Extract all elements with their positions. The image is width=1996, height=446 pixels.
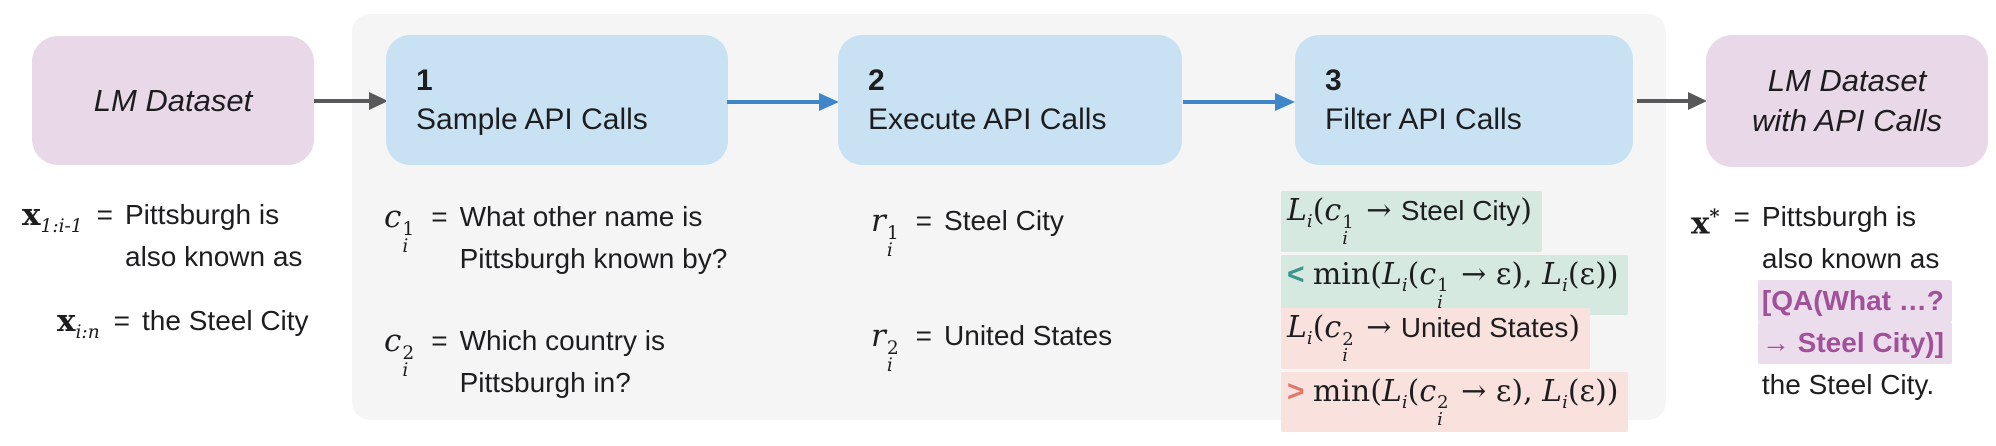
equals-sign: = xyxy=(915,205,933,236)
output-line1: Pittsburgh is xyxy=(1761,201,1916,232)
input-example-row1: x1:i-1 = Pittsburgh is also known as xyxy=(22,194,302,278)
arrow-step2-to-step3-icon xyxy=(1183,93,1295,111)
sample-row2-line1: Which country is xyxy=(459,325,665,356)
step1-label: Sample API Calls xyxy=(416,103,648,136)
input-row1-line2: also known as xyxy=(125,241,303,272)
input-example-row1-text: Pittsburgh is also known as xyxy=(125,194,302,278)
equals-sign: = xyxy=(915,320,933,351)
input-row2-line1: the Steel City xyxy=(142,305,309,336)
x-prefix-formula: x1:i-1 xyxy=(22,197,83,238)
output-example-text: Pittsburgh is also known as [QA(What …? … xyxy=(1757,196,1952,406)
output-line2: also known as xyxy=(1761,243,1940,274)
output-node-label-line1: LM Dataset xyxy=(1767,63,1927,98)
arrow-step3-to-output-icon xyxy=(1637,92,1707,110)
step-execute-api-calls: 2 Execute API Calls xyxy=(838,35,1182,165)
output-node-label: LM Dataset with API Calls xyxy=(1752,61,1942,141)
equals-sign: = xyxy=(431,201,448,232)
lm-dataset-label: LM Dataset xyxy=(93,82,253,118)
input-row1-line1: Pittsburgh is xyxy=(125,199,280,230)
input-example-row2-text: the Steel City xyxy=(142,300,309,342)
equals-sign: = xyxy=(96,199,113,230)
x-star-formula: x* xyxy=(1691,205,1720,242)
sample-row2-line2: Pittsburgh in? xyxy=(459,367,631,398)
step-sample-api-calls: 1 Sample API Calls xyxy=(386,35,728,165)
step3-label: Filter API Calls xyxy=(1325,103,1522,136)
x-suffix-formula: xi:n xyxy=(57,303,100,344)
equals-sign: = xyxy=(1733,201,1750,232)
execute-row1-line1: Steel City xyxy=(944,205,1064,236)
sample-row1-line1: What other name is xyxy=(459,201,703,232)
output-line5: the Steel City. xyxy=(1761,369,1935,400)
output-api-call-line1-wrap: [QA(What …? xyxy=(1757,280,1952,322)
arrow-step1-to-step2-icon xyxy=(727,93,839,111)
execute-row1-text: Steel City xyxy=(944,200,1064,242)
arrow-input-to-step1-icon xyxy=(314,92,388,110)
lm-dataset-node: LM Dataset xyxy=(32,36,314,165)
output-api-call-line2-wrap: → Steel City)] xyxy=(1757,322,1952,364)
output-api-call-line1: [QA(What …? xyxy=(1757,280,1952,322)
sample-row1-text: What other name is Pittsburgh known by? xyxy=(460,196,728,280)
execute-row2-text: United States xyxy=(944,315,1112,357)
output-node-label-line2: with API Calls xyxy=(1751,103,1943,138)
step2-number: 2 xyxy=(868,64,885,97)
step1-number: 1 xyxy=(416,64,433,97)
step-filter-api-calls: 3 Filter API Calls xyxy=(1295,35,1633,165)
equals-sign: = xyxy=(431,325,448,356)
equals-sign: = xyxy=(113,305,131,336)
step2-label: Execute API Calls xyxy=(868,103,1107,136)
step3-number: 3 xyxy=(1325,64,1342,97)
output-example-row: x* = Pittsburgh is also known as [QA(Wha… xyxy=(1691,196,1952,406)
input-example-row2: xi:n = the Steel City xyxy=(57,300,309,354)
execute-row2-line1: United States xyxy=(944,320,1113,351)
lm-dataset-with-api-calls-node: LM Dataset with API Calls xyxy=(1706,35,1988,167)
sample-row1-line2: Pittsburgh known by? xyxy=(459,243,728,274)
sample-row2-text: Which country is Pittsburgh in? xyxy=(460,320,665,404)
output-api-call-line2: → Steel City)] xyxy=(1757,322,1952,364)
